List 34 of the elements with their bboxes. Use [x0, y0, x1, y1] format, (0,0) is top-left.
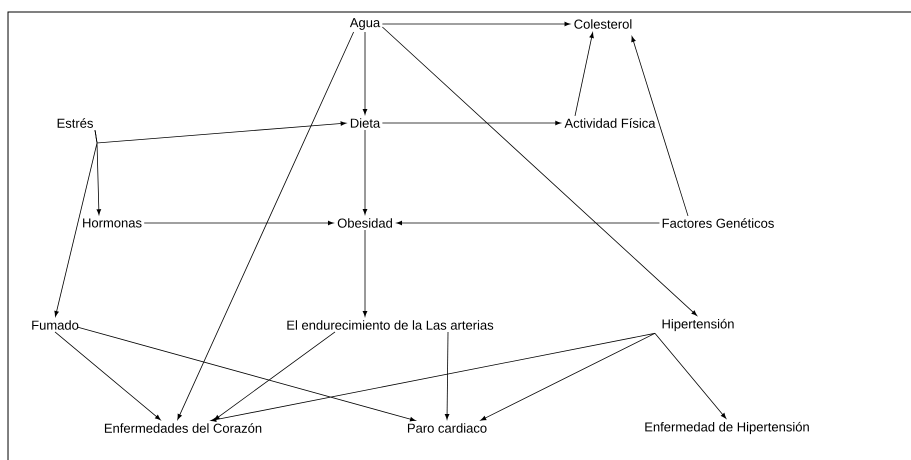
node-label: Agua: [350, 18, 380, 30]
arrow: [362, 32, 368, 115]
node-label: Enfermedad de Hipertensión: [645, 422, 809, 434]
arrow: [382, 120, 561, 126]
arrow: [177, 32, 354, 420]
arrow: [76, 326, 416, 422]
node-label: Paro cardiaco: [408, 423, 487, 433]
arrow: [631, 36, 688, 216]
node-label: Actividad Física: [564, 118, 656, 128]
arrow: [444, 332, 450, 420]
arrow: [214, 332, 336, 420]
node-label: Enfermedades del Corazón: [104, 423, 262, 433]
node-label: Hormonas: [83, 218, 142, 228]
node-label: Fumado: [32, 320, 78, 330]
arrow: [144, 220, 334, 226]
node-label: Colesterol: [574, 19, 632, 29]
node-label: Dieta: [350, 118, 380, 128]
arrow: [654, 332, 726, 419]
arrow: [396, 220, 660, 226]
arrow: [382, 26, 698, 316]
arrow: [94, 121, 346, 144]
arrow: [210, 332, 656, 422]
node-label: El endurecimiento de la Las arterias: [287, 320, 494, 330]
arrow: [362, 130, 368, 215]
arrow: [382, 22, 570, 26]
arrow: [574, 32, 594, 116]
arrow: [54, 332, 161, 420]
node-label: Factores Genéticos: [662, 218, 774, 228]
arrow: [362, 230, 368, 317]
node-label: Estrés: [58, 118, 93, 128]
arrow: [480, 332, 656, 421]
arrow: [54, 130, 98, 317]
node-label: Hipertensión: [662, 318, 734, 332]
node-label: Obesidad: [338, 218, 392, 228]
